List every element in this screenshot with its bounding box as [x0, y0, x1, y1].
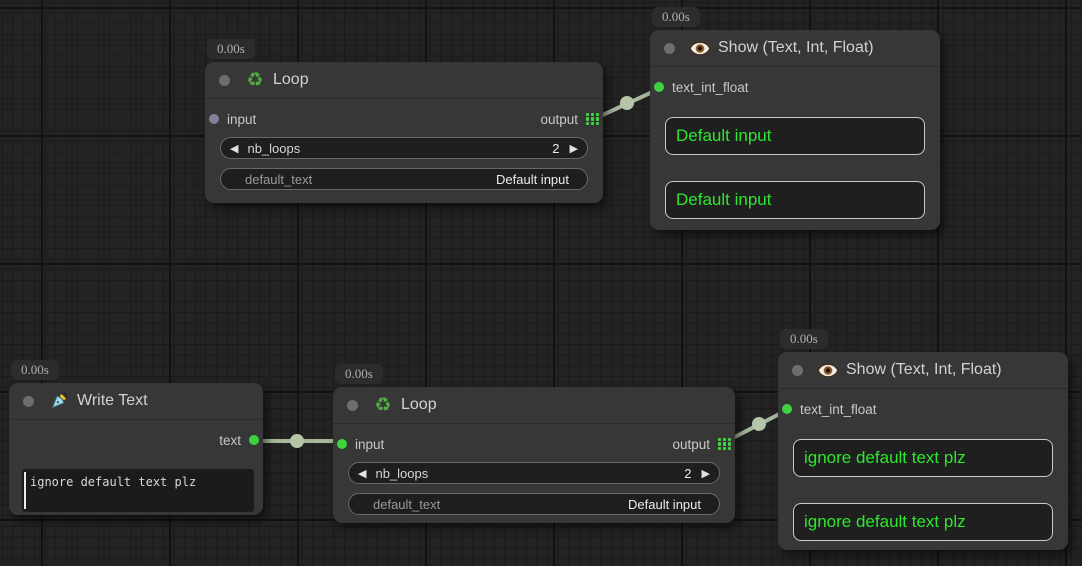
node-title: Loop — [273, 71, 309, 88]
increment-arrow-icon[interactable]: ▶ — [569, 141, 578, 155]
collapse-dot[interactable] — [792, 364, 803, 376]
node-loop-bottom[interactable]: 0.00s ♻ Loop input output ◀ nb_loops 2 ▶… — [333, 364, 735, 523]
output-grid-slot-icon[interactable] — [718, 437, 731, 451]
output-slot-label: text — [219, 432, 241, 448]
node-titlebar[interactable]: Write Text — [9, 383, 263, 420]
display-text: ignore default text plz — [804, 448, 966, 467]
output-grid-slot-icon[interactable] — [586, 112, 599, 126]
default-text-widget[interactable]: default_text Default input — [220, 168, 588, 190]
nb-loops-widget[interactable]: ◀ nb_loops 2 ▶ — [348, 462, 720, 484]
execution-time-badge: 0.00s — [11, 360, 59, 380]
output-slot[interactable]: output — [672, 437, 731, 452]
input-slot-label: input — [355, 436, 385, 452]
display-text: Default input — [676, 190, 772, 209]
widget-label: nb_loops — [375, 465, 429, 481]
widget-value: 2 — [552, 140, 560, 156]
node-show-top[interactable]: 0.00s Show (Text, Int, Float) text_int_f… — [650, 7, 940, 230]
display-text: ignore default text plz — [804, 512, 966, 531]
widget-value: Default input — [496, 171, 569, 187]
collapse-dot[interactable] — [347, 399, 358, 411]
input-slot-dot[interactable] — [654, 82, 664, 92]
display-text-box[interactable]: ignore default text plz — [793, 439, 1053, 477]
increment-arrow-icon[interactable]: ▶ — [701, 466, 710, 480]
node-title: Show (Text, Int, Float) — [846, 361, 1002, 378]
default-text-widget[interactable]: default_text Default input — [348, 493, 720, 515]
widget-value: Default input — [628, 496, 701, 512]
pen-icon — [47, 391, 71, 411]
input-slot-label: text_int_float — [800, 401, 877, 417]
node-title: Loop — [401, 396, 437, 413]
display-text-box[interactable]: Default input — [665, 117, 925, 155]
execution-time-badge: 0.00s — [207, 39, 255, 59]
input-slot[interactable]: input — [337, 437, 384, 452]
link-midpoint-dot[interactable] — [620, 96, 634, 110]
output-slot-label: output — [672, 436, 710, 452]
input-slot[interactable]: text_int_float — [654, 80, 749, 95]
collapse-dot[interactable] — [219, 74, 230, 86]
input-slot-dot[interactable] — [782, 404, 792, 414]
eye-icon — [816, 362, 840, 378]
eye-icon — [688, 40, 712, 56]
text-cursor — [24, 472, 26, 509]
node-titlebar[interactable]: ♻ Loop — [333, 387, 735, 424]
input-slot[interactable]: text_int_float — [782, 402, 877, 417]
widget-label: default_text — [373, 496, 441, 512]
node-title: Show (Text, Int, Float) — [718, 39, 874, 56]
nb-loops-widget[interactable]: ◀ nb_loops 2 ▶ — [220, 137, 588, 159]
output-slot-label: output — [540, 111, 578, 127]
node-write-text[interactable]: 0.00s Write Text text ignore default tex… — [9, 360, 263, 515]
node-titlebar[interactable]: Show (Text, Int, Float) — [778, 352, 1068, 389]
input-slot-label: input — [227, 111, 257, 127]
node-titlebar[interactable]: ♻ Loop — [205, 62, 603, 99]
node-show-bottom[interactable]: 0.00s Show (Text, Int, Float) text_int_f… — [778, 329, 1068, 550]
widget-value: 2 — [684, 465, 692, 481]
node-titlebar[interactable]: Show (Text, Int, Float) — [650, 30, 940, 67]
node-loop-top[interactable]: 0.00s ♻ Loop input output ◀ nb_loops 2 ▶… — [205, 39, 603, 203]
link-midpoint-dot[interactable] — [290, 434, 304, 448]
execution-time-badge: 0.00s — [335, 364, 383, 384]
display-text-box[interactable]: ignore default text plz — [793, 503, 1053, 541]
collapse-dot[interactable] — [664, 42, 675, 54]
output-slot[interactable]: output — [540, 112, 599, 127]
decrement-arrow-icon[interactable]: ◀ — [358, 466, 367, 480]
input-slot-dot[interactable] — [337, 439, 347, 449]
input-slot[interactable]: input — [209, 112, 256, 127]
recycle-icon: ♻ — [246, 69, 264, 91]
textarea-value: ignore default text plz — [30, 475, 197, 489]
execution-time-badge: 0.00s — [780, 329, 828, 349]
widget-label: default_text — [245, 171, 313, 187]
link-midpoint-dot[interactable] — [752, 417, 766, 431]
decrement-arrow-icon[interactable]: ◀ — [230, 141, 239, 155]
display-text-box[interactable]: Default input — [665, 181, 925, 219]
input-slot-dot[interactable] — [209, 114, 219, 124]
execution-time-badge: 0.00s — [652, 7, 700, 27]
output-slot-dot[interactable] — [249, 435, 259, 445]
node-title: Write Text — [77, 392, 148, 409]
input-slot-label: text_int_float — [672, 79, 749, 95]
collapse-dot[interactable] — [23, 395, 34, 407]
recycle-icon: ♻ — [374, 394, 392, 416]
widget-label: nb_loops — [247, 140, 301, 156]
output-slot[interactable]: text — [219, 433, 259, 448]
text-input-area[interactable]: ignore default text plz — [22, 469, 254, 512]
display-text: Default input — [676, 126, 772, 145]
